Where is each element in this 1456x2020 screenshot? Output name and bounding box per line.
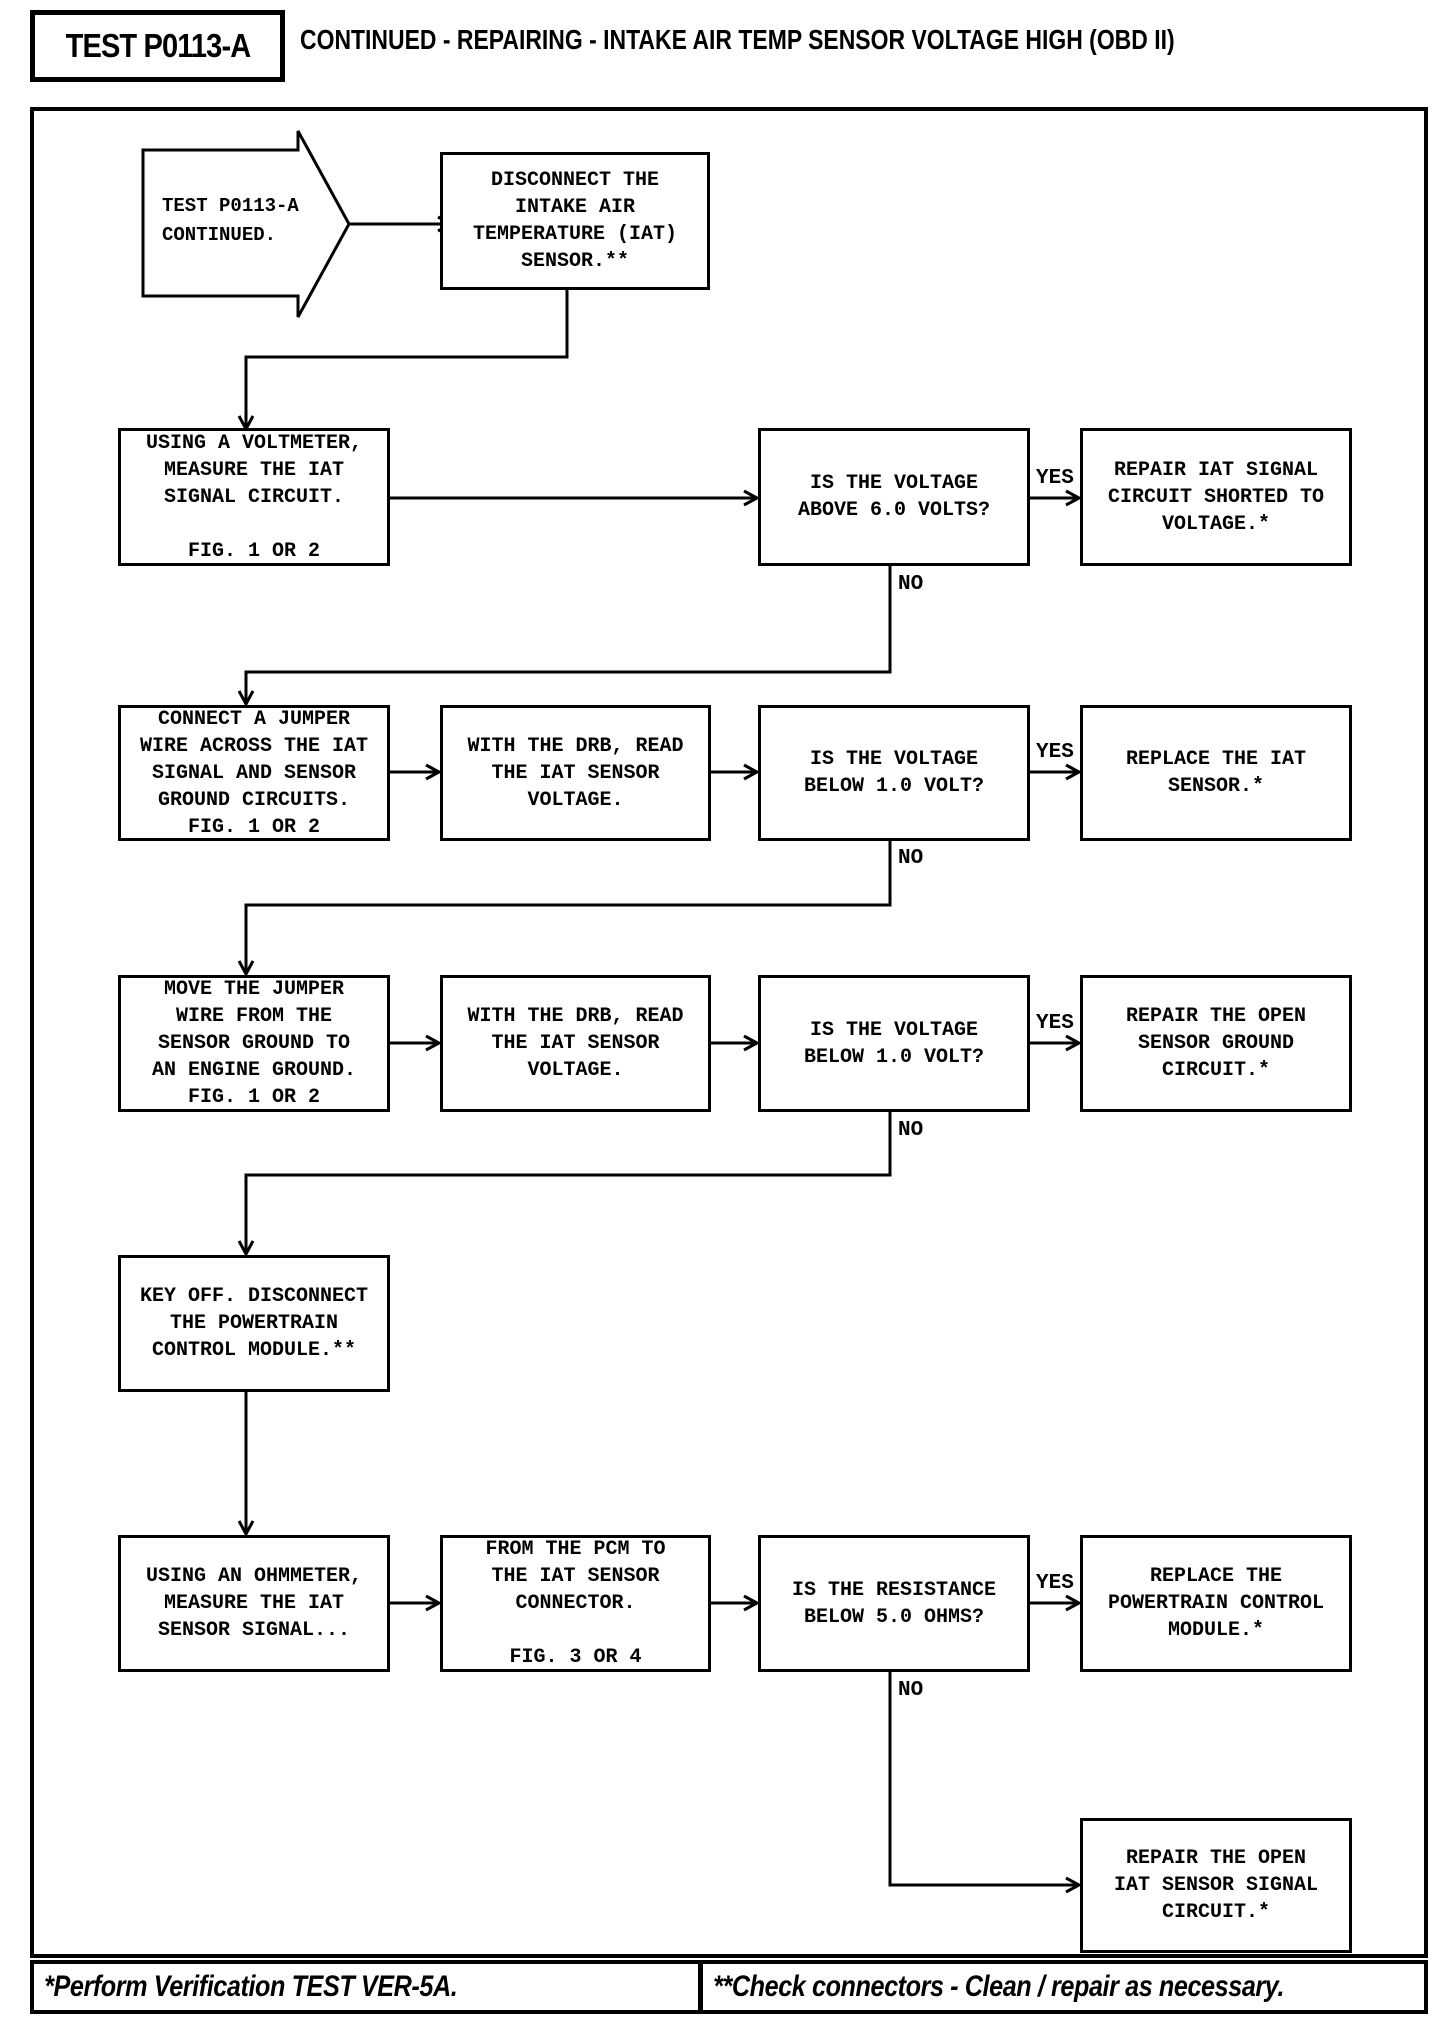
footer-note-left-box: *Perform Verification TEST VER-5A. [30, 1960, 702, 2014]
node-q-voltage-above-6: IS THE VOLTAGE ABOVE 6.0 VOLTS? [758, 428, 1030, 566]
node-measure-voltmeter: USING A VOLTMETER, MEASURE THE IAT SIGNA… [118, 428, 390, 566]
no-label-row3: NO [898, 847, 924, 870]
node-repair-open-signal: REPAIR THE OPEN IAT SENSOR SIGNAL CIRCUI… [1080, 1818, 1352, 1953]
page-title: CONTINUED - REPAIRING - INTAKE AIR TEMP … [300, 24, 1175, 55]
footer-note-right: **Check connectors - Clean / repair as n… [713, 1970, 1285, 2003]
yes-label-row6: YES [1036, 1572, 1074, 1595]
node-repair-open-ground: REPAIR THE OPEN SENSOR GROUND CIRCUIT.* [1080, 975, 1352, 1112]
node-q-resistance-below-5: IS THE RESISTANCE BELOW 5.0 OHMS? [758, 1535, 1030, 1672]
footer-note-right-box: **Check connectors - Clean / repair as n… [699, 1960, 1428, 2014]
footer-note-left: *Perform Verification TEST VER-5A. [44, 1970, 458, 2003]
test-id-label: TEST P0113-A [65, 27, 251, 64]
node-replace-pcm: REPLACE THE POWERTRAIN CONTROL MODULE.* [1080, 1535, 1352, 1672]
node-q-voltage-below-1a: IS THE VOLTAGE BELOW 1.0 VOLT? [758, 705, 1030, 841]
node-drb-read-voltage-1: WITH THE DRB, READ THE IAT SENSOR VOLTAG… [440, 705, 711, 841]
start-arrow-label: TEST P0113-A CONTINUED. [162, 195, 299, 246]
node-key-off-disconnect-pcm: KEY OFF. DISCONNECT THE POWERTRAIN CONTR… [118, 1255, 390, 1392]
node-repair-shorted: REPAIR IAT SIGNAL CIRCUIT SHORTED TO VOL… [1080, 428, 1352, 566]
node-ohmmeter-measure: USING AN OHMMETER, MEASURE THE IAT SENSO… [118, 1535, 390, 1672]
no-label-row4: NO [898, 1119, 924, 1142]
node-replace-iat-sensor: REPLACE THE IAT SENSOR.* [1080, 705, 1352, 841]
no-label-row2: NO [898, 573, 924, 596]
start-arrow-shape [141, 130, 351, 318]
node-pcm-to-iat-connector: FROM THE PCM TO THE IAT SENSOR CONNECTOR… [440, 1535, 711, 1672]
yes-label-row4: YES [1036, 1012, 1074, 1035]
node-drb-read-voltage-2: WITH THE DRB, READ THE IAT SENSOR VOLTAG… [440, 975, 711, 1112]
node-disconnect-iat: DISCONNECT THE INTAKE AIR TEMPERATURE (I… [440, 152, 710, 290]
node-q-voltage-below-1b: IS THE VOLTAGE BELOW 1.0 VOLT? [758, 975, 1030, 1112]
no-label-row6: NO [898, 1679, 924, 1702]
yes-label-row3: YES [1036, 741, 1074, 764]
node-move-jumper: MOVE THE JUMPER WIRE FROM THE SENSOR GRO… [118, 975, 390, 1112]
yes-label-row2: YES [1036, 467, 1074, 490]
node-connect-jumper: CONNECT A JUMPER WIRE ACROSS THE IAT SIG… [118, 705, 390, 841]
test-id-box: TEST P0113-A [30, 10, 285, 82]
arrowheads [237, 215, 1083, 1894]
